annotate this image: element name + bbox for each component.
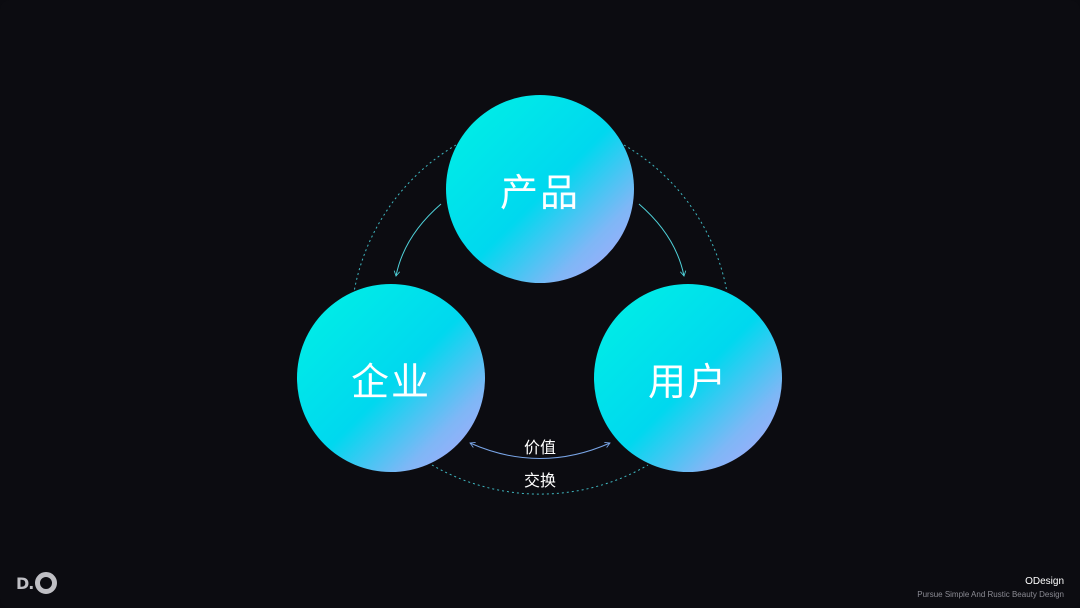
node-product-label: 产品: [499, 170, 580, 215]
node-enterprise: 企业: [297, 284, 485, 472]
logo-ring-icon: [35, 572, 58, 594]
arrow-product-to-enterprise: [393, 203, 442, 277]
node-product: 产品: [446, 95, 634, 283]
arrow-product-to-user: [638, 203, 687, 277]
arrow-value-exchange: [469, 442, 611, 459]
orbit-arc-right: [623, 144, 728, 293]
brand-name: ODesign: [1025, 576, 1064, 587]
node-enterprise-label: 企业: [350, 359, 431, 404]
exchange-label-bottom: 交换: [523, 471, 556, 490]
brand-block: ODesign Pursue Simple And Rustic Beauty …: [917, 576, 1064, 599]
node-user: 用户: [594, 284, 782, 472]
orbit-arc-bottom: [431, 464, 649, 495]
brand-tagline: Pursue Simple And Rustic Beauty Design: [917, 590, 1064, 599]
logo: D.: [16, 572, 58, 594]
exchange-label-top: 价值: [523, 438, 556, 457]
node-user-label: 用户: [647, 359, 728, 404]
orbit-arc-left: [353, 144, 457, 293]
logo-text: D.: [16, 573, 34, 593]
